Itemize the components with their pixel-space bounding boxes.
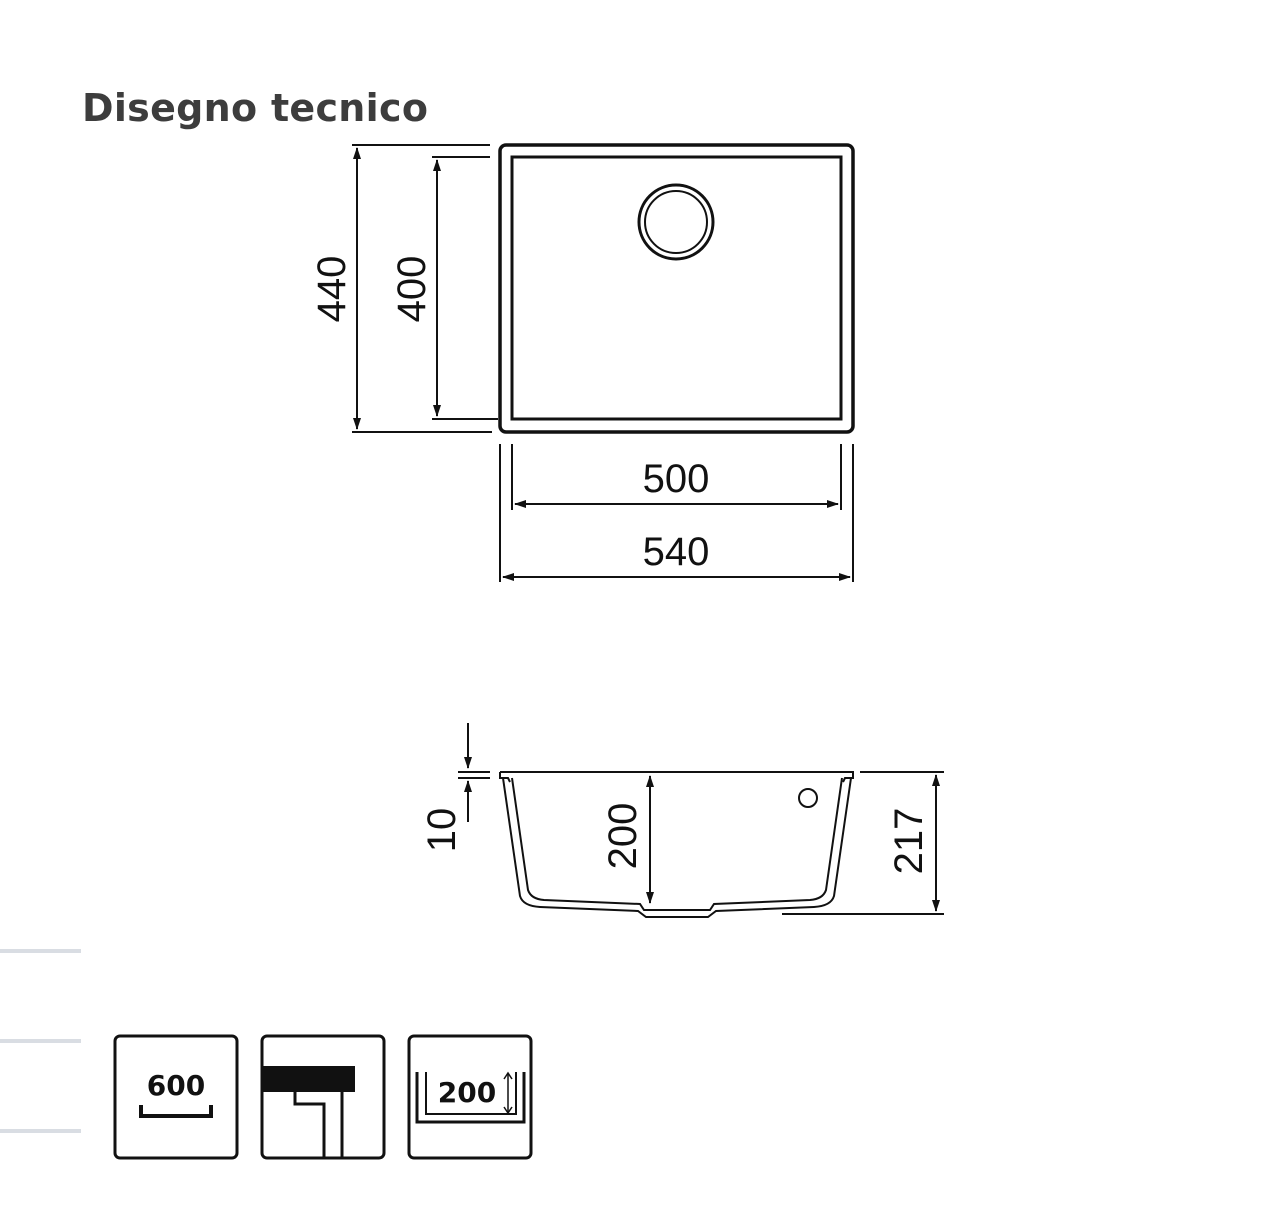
- dimension-inner-depth: [432, 156, 498, 420]
- sink-outer-outline: [498, 143, 855, 434]
- dimension-label-bowl-depth: 200: [601, 803, 645, 870]
- dimension-label-inner-width: 500: [643, 457, 710, 501]
- bowl-depth-label: 200: [438, 1076, 496, 1109]
- dimension-label-inner-depth: 400: [390, 256, 434, 323]
- dimension-inner-width: [511, 444, 842, 510]
- section-dividers: [0, 949, 81, 1133]
- dimension-outer-width: [499, 444, 854, 582]
- undermount-installation-icon: [260, 1034, 386, 1160]
- overflow-hole: [798, 788, 818, 808]
- dimension-label-outer-width: 540: [643, 530, 710, 574]
- sink-side-view: [499, 771, 854, 918]
- dimension-label-outer-depth: 440: [310, 256, 354, 323]
- sink-top-view: [498, 143, 855, 434]
- dimension-rim: [458, 723, 490, 822]
- page-title: Disegno tecnico: [82, 86, 429, 130]
- bowl-depth-icon: 200: [407, 1034, 533, 1160]
- dimension-label-rim: 10: [420, 808, 464, 853]
- drain-icon: [637, 183, 715, 261]
- cabinet-width-label: 600: [147, 1069, 205, 1102]
- cabinet-width-icon: 600: [113, 1034, 239, 1160]
- dimension-outer-depth: [352, 144, 492, 433]
- double-arrow-icon: [503, 1071, 513, 1115]
- dimension-label-total-height: 217: [887, 808, 931, 875]
- bowl-inner-outline: [510, 155, 843, 421]
- dimension-total-height: [782, 771, 944, 915]
